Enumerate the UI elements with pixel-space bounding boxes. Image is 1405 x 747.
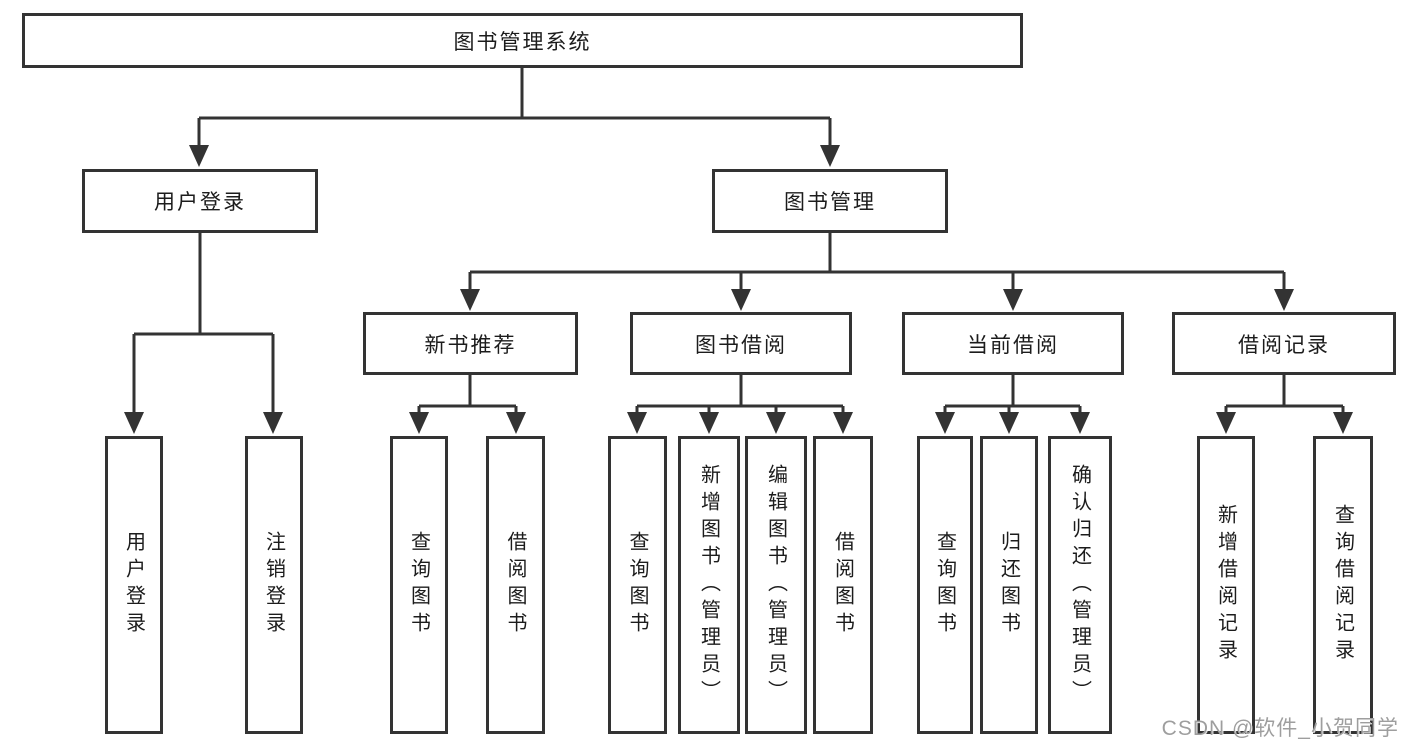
arrow-down-icon — [263, 412, 283, 434]
arrowhead-icons — [124, 145, 1353, 434]
leaf-query-borrow-record: 查询借阅记录 — [1313, 436, 1373, 734]
arrow-down-icon — [820, 145, 840, 167]
leaf-confirm-return-admin: 确认归还（管理员） — [1048, 436, 1112, 734]
arrow-down-icon — [766, 412, 786, 434]
node-new-book-recommend: 新书推荐 — [363, 312, 578, 375]
node-borrowing-records: 借阅记录 — [1172, 312, 1396, 375]
arrow-down-icon — [1003, 289, 1023, 311]
leaf-borrow-books-borrowing: 借阅图书 — [813, 436, 873, 734]
leaf-query-books-borrowing: 查询图书 — [608, 436, 667, 734]
leaf-add-borrow-record: 新增借阅记录 — [1197, 436, 1255, 734]
node-current-borrowing: 当前借阅 — [902, 312, 1124, 375]
arrow-down-icon — [189, 145, 209, 167]
arrow-down-icon — [699, 412, 719, 434]
leaf-borrow-books-recommend: 借阅图书 — [486, 436, 545, 734]
leaf-return-books: 归还图书 — [980, 436, 1038, 734]
arrow-down-icon — [1274, 289, 1294, 311]
node-user-login: 用户登录 — [82, 169, 318, 233]
node-book-borrowing: 图书借阅 — [630, 312, 852, 375]
connector-lines — [132, 68, 1345, 414]
arrow-down-icon — [833, 412, 853, 434]
arrow-down-icon — [1333, 412, 1353, 434]
arrow-down-icon — [409, 412, 429, 434]
arrow-down-icon — [1216, 412, 1236, 434]
leaf-add-books-admin: 新增图书（管理员） — [678, 436, 740, 734]
leaf-edit-books-admin: 编辑图书（管理员） — [745, 436, 807, 734]
node-library-system: 图书管理系统 — [22, 13, 1023, 68]
leaf-logout: 注销登录 — [245, 436, 303, 734]
leaf-user-login: 用户登录 — [105, 436, 163, 734]
watermark: CSDN @软件_小贺同学 — [1161, 717, 1399, 740]
leaf-query-books-recommend: 查询图书 — [390, 436, 448, 734]
arrow-down-icon — [124, 412, 144, 434]
leaf-query-books-current: 查询图书 — [917, 436, 973, 734]
arrow-down-icon — [731, 289, 751, 311]
arrow-down-icon — [506, 412, 526, 434]
arrow-down-icon — [999, 412, 1019, 434]
arrow-down-icon — [627, 412, 647, 434]
arrow-down-icon — [1070, 412, 1090, 434]
arrow-down-icon — [460, 289, 480, 311]
node-book-management: 图书管理 — [712, 169, 948, 233]
arrow-down-icon — [935, 412, 955, 434]
